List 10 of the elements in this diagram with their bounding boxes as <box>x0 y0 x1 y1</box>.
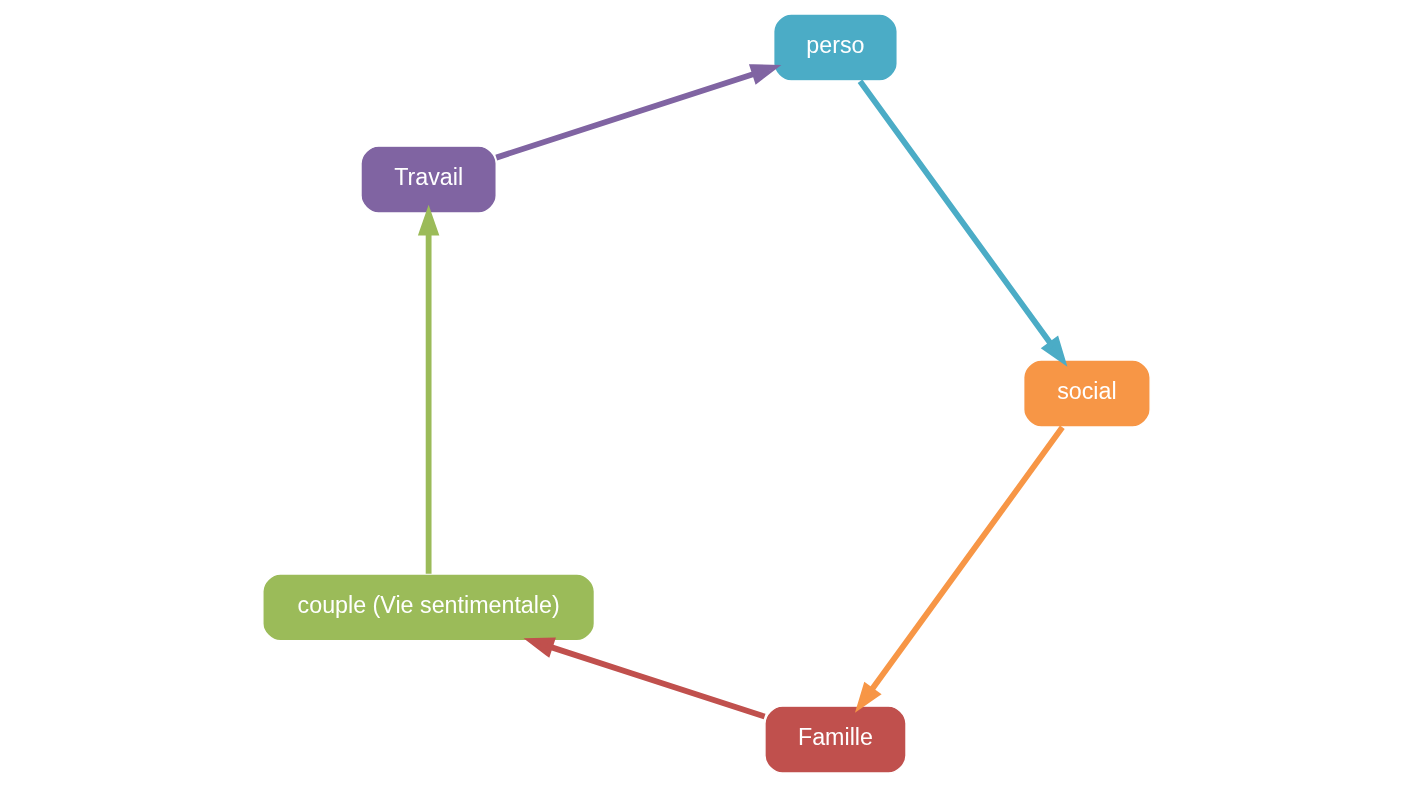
arrow <box>854 425 1065 713</box>
node-box: Travail <box>360 145 497 214</box>
arrow <box>495 64 782 161</box>
arrow <box>523 637 766 720</box>
arrow <box>857 79 1068 367</box>
node-box: Famille <box>764 705 907 774</box>
node-box: perso <box>772 13 898 82</box>
node-box: couple (Vie sentimentale) <box>262 573 596 642</box>
node-box: social <box>1022 359 1151 428</box>
arrow <box>417 204 440 574</box>
